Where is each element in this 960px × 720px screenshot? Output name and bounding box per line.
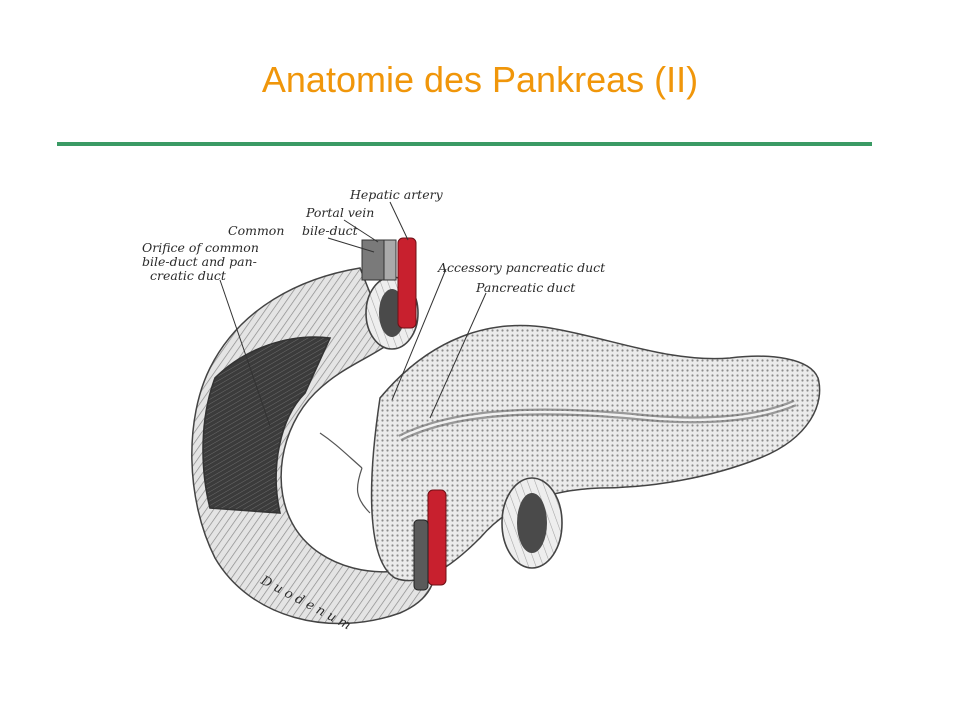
pancreas-body bbox=[370, 324, 821, 582]
duodenum-opening bbox=[202, 336, 332, 514]
label-portal-vein: Portal vein bbox=[305, 205, 374, 220]
hepatic-artery-vessel bbox=[397, 237, 417, 329]
mesenteric-vein bbox=[413, 519, 429, 591]
title-divider bbox=[57, 142, 872, 146]
label-orifice-1: Orifice of common bbox=[142, 240, 259, 255]
label-pancreatic-duct: Pancreatic duct bbox=[475, 280, 576, 295]
portal-vein bbox=[361, 239, 385, 281]
label-accessory-pancreatic-duct: Accessory pancreatic duct bbox=[437, 260, 606, 275]
pancreas-illustration: Hepatic artery Portal vein Common bile-d… bbox=[130, 168, 850, 708]
label-common-bile-duct-1: Common bbox=[228, 223, 284, 238]
slide-title: Anatomie des Pankreas (II) bbox=[261, 59, 699, 100]
label-hepatic-artery: Hepatic artery bbox=[349, 187, 444, 202]
common-bile-duct bbox=[383, 239, 397, 281]
mesenteric-artery bbox=[427, 489, 447, 586]
label-orifice-2: bile-duct and pan- bbox=[142, 254, 257, 269]
label-common-bile-duct-2: bile-duct bbox=[302, 223, 359, 238]
label-orifice-3: creatic duct bbox=[150, 268, 227, 283]
